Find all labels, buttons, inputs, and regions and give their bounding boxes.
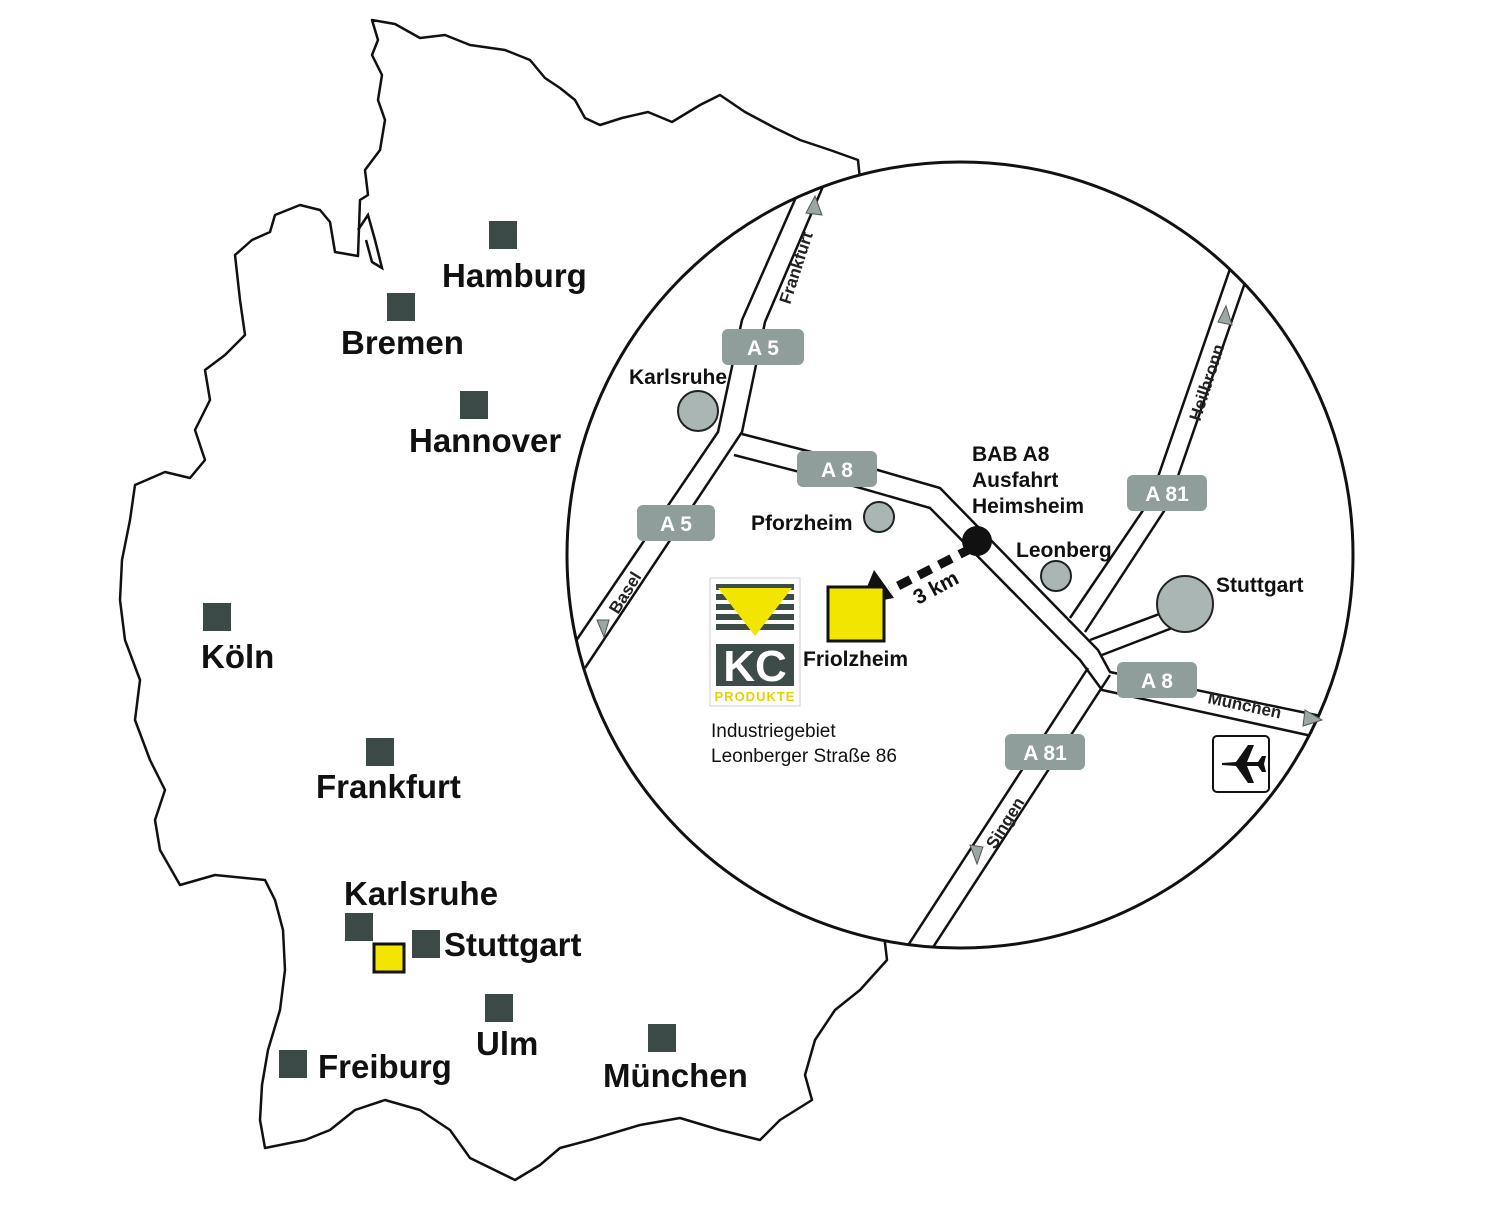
svg-text:A 5: A 5 [660,513,692,536]
place-circle-stuttgart [1156,575,1214,633]
city-label-ulm: Ulm [476,1025,538,1062]
kc-produkte-logo: KC PRODUKTE [709,577,801,707]
city-label-bremen: Bremen [341,324,464,361]
svg-text:A 8: A 8 [1141,670,1173,693]
city-label-frankfurt: Frankfurt [316,768,461,805]
city-marker-ulm [485,994,513,1022]
city-marker-hannover [460,391,488,419]
svg-text:A 8: A 8 [821,459,853,482]
exit-label-line2: Ausfahrt [972,469,1058,492]
shield-a8-right: A 8 [1117,662,1197,698]
city-label-karlsruhe: Karlsruhe [344,875,498,912]
arrow-muenchen [1302,709,1324,727]
svg-text:A 5: A 5 [747,337,779,360]
city-marker-friolzheim [372,942,406,974]
shield-a81-bottom: A 81 [1005,734,1085,770]
address-line2: Leonberger Straße 86 [711,746,897,767]
city-marker-koeln [203,603,231,631]
city-label-freiburg: Freiburg [318,1048,452,1085]
svg-text:A 81: A 81 [1023,742,1067,765]
city-label-stuttgart: Stuttgart [444,926,581,963]
arrow-basel [596,619,610,639]
place-label-stuttgart: Stuttgart [1216,574,1304,597]
arrow-singen [969,844,984,866]
place-circle-leonberg [1040,560,1072,592]
shield-a5-left: A 5 [637,505,715,541]
place-label-leonberg: Leonberg [1016,539,1112,562]
exit-label-line1: BAB A8 [972,443,1050,466]
arrow-frankfurt [805,194,823,216]
germany-city-markers [203,221,676,1078]
germany-city-labels: Hamburg Bremen Hannover Köln Frankfurt K… [201,257,748,1094]
address-line1: Industriegebiet [711,721,836,742]
city-label-muenchen: München [603,1057,748,1094]
elbe-inlet [356,212,384,271]
place-circle-pforzheim [863,501,895,533]
shield-a81-top: A 81 [1127,475,1207,511]
arrow-heilbronn [1217,304,1233,326]
place-label-pforzheim: Pforzheim [751,512,853,535]
city-marker-karlsruhe [345,913,373,941]
road-stuttgart-spur [1089,608,1181,657]
road-a81-south [903,667,1090,948]
exit-label: BAB A8 Ausfahrt Heimsheim [972,443,1084,518]
direction-arrows [596,194,1324,866]
route-dashed-line [887,543,975,595]
logo-brand: KC [723,642,787,691]
place-circles [677,390,1214,633]
shield-a8-top: A 8 [797,451,877,487]
place-label-friolzheim: Friolzheim [803,648,908,671]
highway-shields: A 5 A 5 A 8 A 81 A 8 A 81 [637,329,1207,770]
svg-text:A 81: A 81 [1145,483,1189,506]
place-label-karlsruhe: Karlsruhe [629,366,727,389]
place-circle-karlsruhe [677,390,719,432]
logo-triangle [718,588,792,636]
city-label-koeln: Köln [201,638,274,675]
logo-sub: PRODUKTE [715,689,796,704]
friolzheim-marker [826,585,886,643]
city-marker-hamburg [489,221,517,249]
city-marker-muenchen [648,1024,676,1052]
city-label-hannover: Hannover [409,422,561,459]
shield-a5-top: A 5 [722,329,804,365]
city-label-hamburg: Hamburg [442,257,587,294]
city-marker-frankfurt [366,738,394,766]
city-marker-freiburg [279,1050,307,1078]
city-marker-bremen [387,293,415,321]
exit-label-line3: Heimsheim [972,495,1084,518]
city-marker-stuttgart [412,930,440,958]
road-a5 [567,169,810,661]
airplane-icon [1212,735,1270,793]
